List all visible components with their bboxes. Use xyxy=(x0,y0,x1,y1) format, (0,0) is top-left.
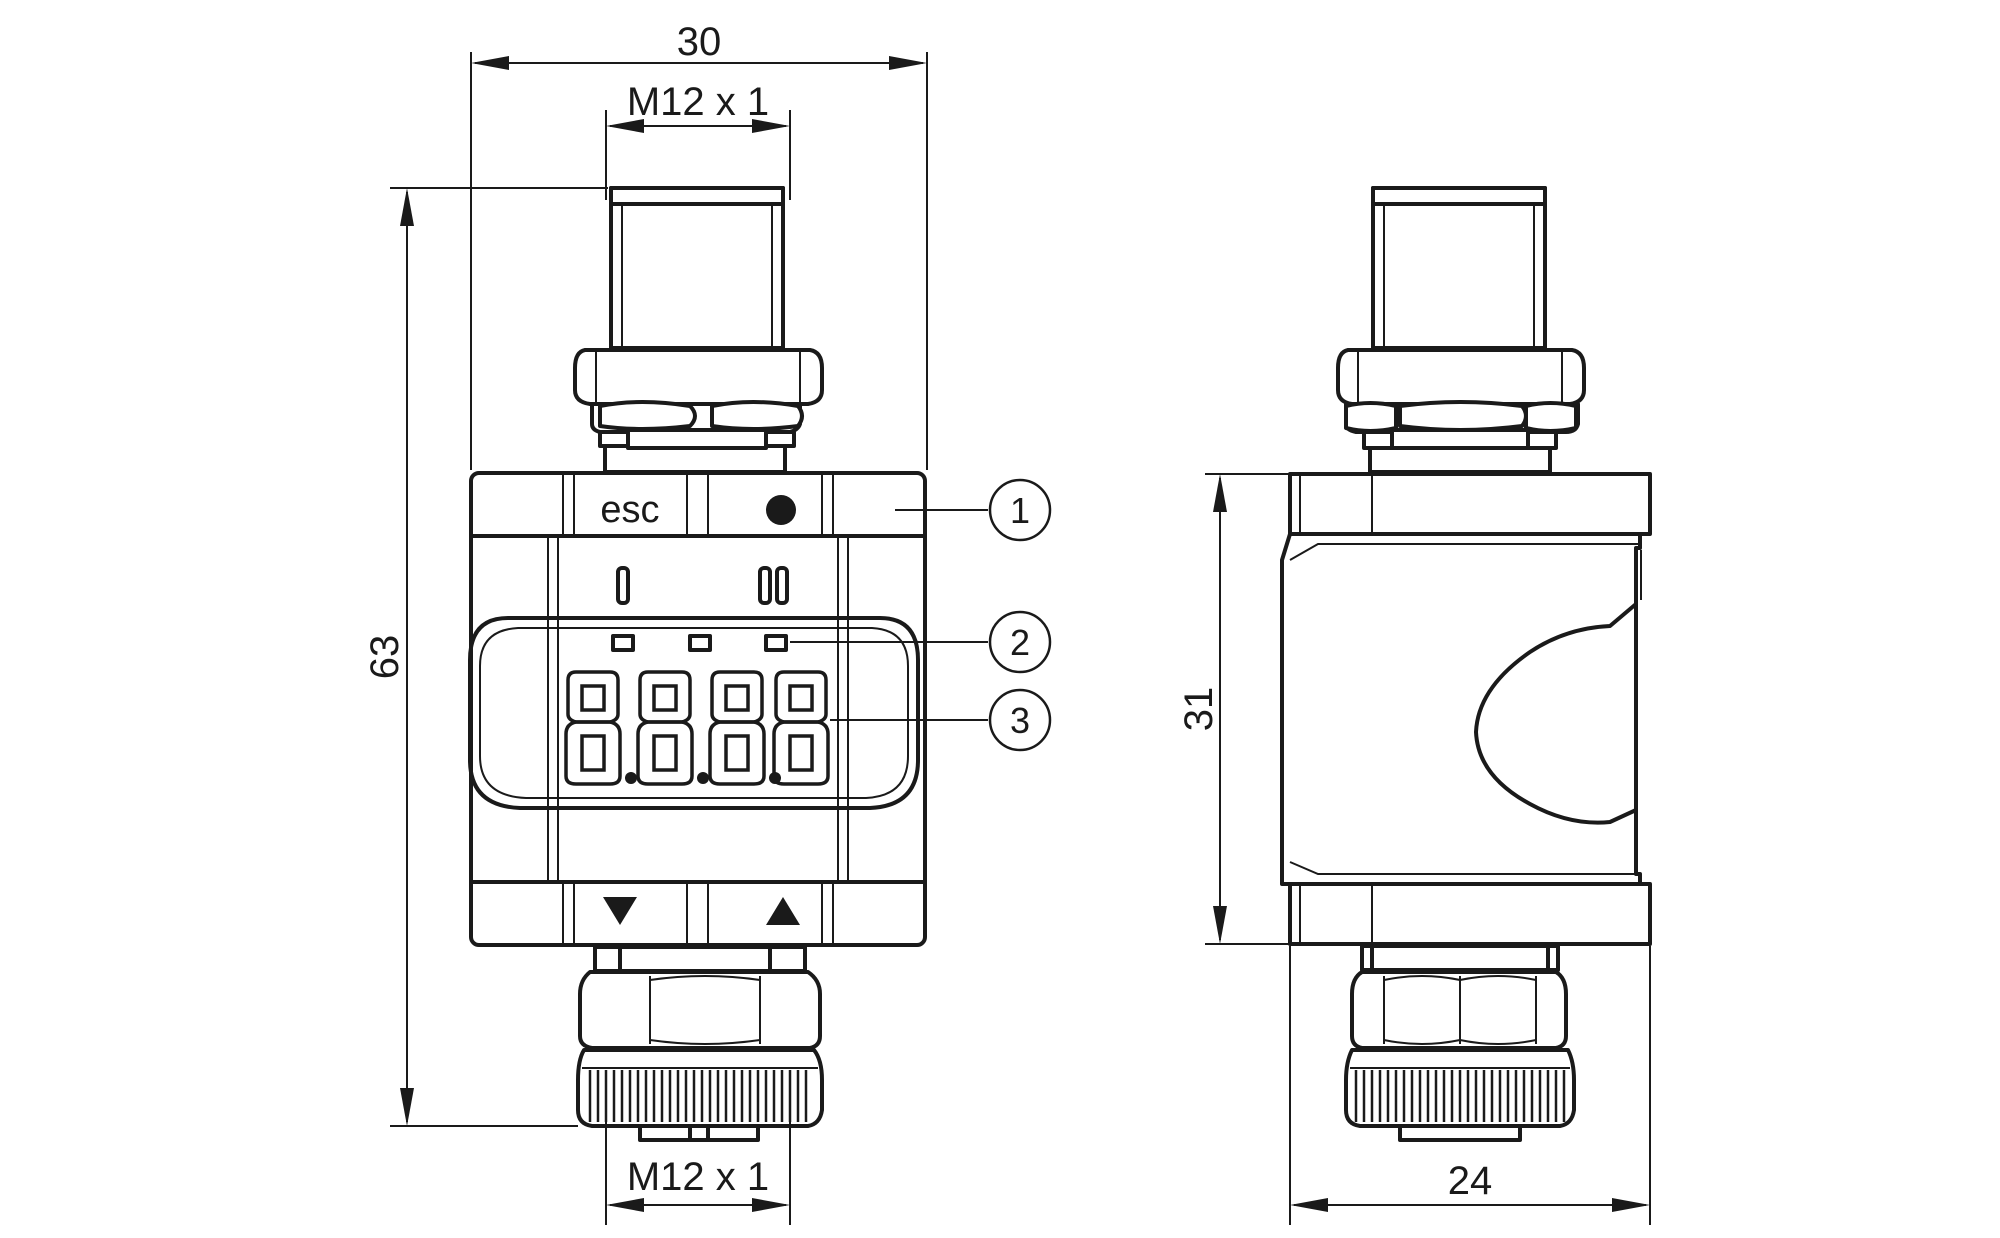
svg-text:2: 2 xyxy=(1010,622,1030,663)
front-view: esc xyxy=(468,186,988,1142)
svg-text:30: 30 xyxy=(677,20,722,64)
dimension-thread-top: M12 x 1 xyxy=(605,80,791,200)
svg-text:3: 3 xyxy=(1010,700,1030,741)
switch-indicator-2a xyxy=(758,566,772,605)
led-3 xyxy=(764,634,788,652)
side-view xyxy=(1280,186,1652,1142)
esc-button-label: esc xyxy=(600,489,659,531)
svg-text:63: 63 xyxy=(363,635,407,680)
digit-1 xyxy=(564,670,622,786)
bottom-connector xyxy=(576,945,824,1142)
knurl-lines xyxy=(588,1070,808,1122)
svg-text:M12 x 1: M12 x 1 xyxy=(627,1155,769,1199)
front-body: esc xyxy=(468,471,927,947)
switch-indicator-1 xyxy=(616,566,630,605)
dimension-overall-width: 30 xyxy=(470,20,928,470)
digit-2 xyxy=(636,670,694,786)
led-2 xyxy=(688,634,712,652)
switch-indicator-2b xyxy=(775,566,789,605)
svg-text:M12 x 1: M12 x 1 xyxy=(627,80,769,124)
dimension-side-height: 31 xyxy=(1177,473,1290,945)
up-arrow-button-icon xyxy=(766,897,800,925)
callout-1: 1 xyxy=(988,478,1052,542)
top-connector xyxy=(573,186,824,474)
digit-3 xyxy=(708,670,766,786)
set-button-dot-icon xyxy=(766,495,796,525)
svg-text:24: 24 xyxy=(1448,1159,1493,1203)
digit-4 xyxy=(772,670,830,786)
dimension-overall-height: 63 xyxy=(363,187,608,1127)
side-knurl-lines xyxy=(1354,1070,1566,1122)
svg-text:31: 31 xyxy=(1177,687,1221,732)
dimension-side-width: 24 xyxy=(1289,946,1651,1225)
callout-3: 3 xyxy=(988,688,1052,752)
seven-segment-display xyxy=(564,670,830,786)
display-window xyxy=(468,616,920,810)
led-1 xyxy=(611,634,635,652)
svg-text:1: 1 xyxy=(1010,490,1030,531)
callout-2: 2 xyxy=(988,610,1052,674)
down-arrow-button-icon xyxy=(603,897,637,925)
dimension-thread-bottom: M12 x 1 xyxy=(605,1100,791,1225)
